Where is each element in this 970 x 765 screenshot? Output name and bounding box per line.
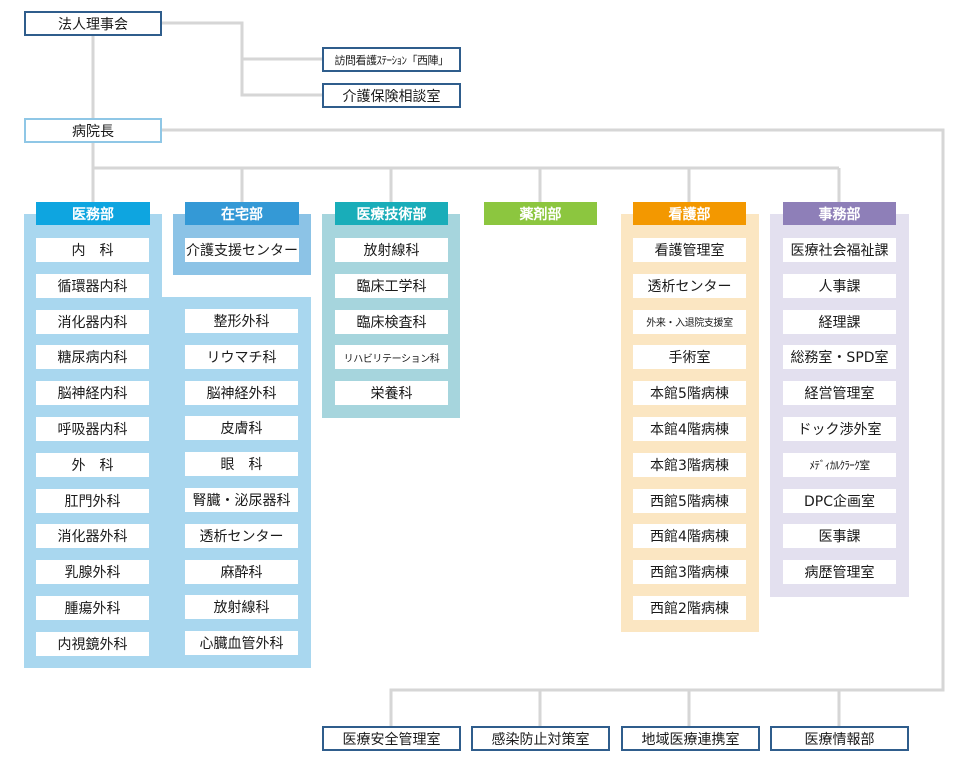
bottom-box-infection: 感染防止対策室 (471, 726, 610, 751)
iryo-col1-item: 消化器内科 (36, 309, 149, 334)
bottom-box-info: 医療情報部 (770, 726, 909, 751)
kango-header: 看護部 (633, 202, 746, 225)
jimu-item: 医療社会福祉課 (783, 238, 896, 262)
jimu-item: 総務室・SPD室 (783, 345, 896, 370)
kango-item: 西館2階病棟 (633, 596, 746, 620)
kango-item: 西館5階病棟 (633, 488, 746, 513)
gijutsu-header: 医療技術部 (335, 202, 448, 225)
iryo-col1-item: 外 科 (36, 452, 149, 477)
jimu-item: 病歴管理室 (783, 560, 896, 585)
jimu-item: 人事課 (783, 273, 896, 298)
iryo-col1-item: 乳腺外科 (36, 560, 149, 585)
iryo-col1-item: 循環器内科 (36, 273, 149, 298)
iryo-col1-item: 内 科 (36, 238, 149, 262)
kango-item: 西館3階病棟 (633, 560, 746, 585)
iryo-col1-item: 呼吸器内科 (36, 417, 149, 441)
bottom-box-regional: 地域医療連携室 (621, 726, 760, 751)
iryo-col2-item: 心臓血管外科 (185, 631, 298, 656)
visiting-nurse-station-box: 訪問看護ｽﾃｰｼｮﾝ「西陣」 (322, 47, 461, 72)
bottom-box-safety: 医療安全管理室 (322, 726, 461, 751)
kango-item: 本館5階病棟 (633, 381, 746, 406)
board-box: 法人理事会 (24, 11, 162, 36)
gijutsu-item: 臨床検査科 (335, 309, 448, 334)
gijutsu-item: リハビリテーション科 (335, 345, 448, 370)
gijutsu-item: 放射線科 (335, 238, 448, 262)
kango-item: 看護管理室 (633, 238, 746, 262)
iryo-col1-item: 内視鏡外科 (36, 631, 149, 656)
kango-item: 本館3階病棟 (633, 452, 746, 477)
jimu-item: 経営管理室 (783, 381, 896, 406)
iryo-col2-item: 皮膚科 (185, 416, 298, 441)
kango-item: 外来・入退院支援室 (633, 309, 746, 334)
iryo-col2-item: 放射線科 (185, 595, 298, 620)
iryo-col2-item: 透析センター (185, 523, 298, 548)
kango-item: 手術室 (633, 345, 746, 370)
kango-item: 透析センター (633, 273, 746, 298)
zaitaku-item: 介護支援センター (185, 238, 299, 262)
iryo-col1-item: 腫瘍外科 (36, 596, 149, 620)
iryo-col1-item: 消化器外科 (36, 524, 149, 549)
jimu-item: DPC企画室 (783, 488, 896, 513)
iryo-header: 医務部 (36, 202, 150, 225)
gijutsu-item: 臨床工学科 (335, 273, 448, 298)
care-consult-box: 介護保険相談室 (322, 83, 461, 108)
iryo-col2-item: 麻酔科 (185, 559, 298, 584)
iryo-col1-item: 糖尿病内科 (36, 345, 149, 370)
jimu-item: 医事課 (783, 524, 896, 549)
jimu-item: ドック渉外室 (783, 417, 896, 441)
kango-item: 本館4階病棟 (633, 417, 746, 441)
iryo-col1-item: 脳神経内科 (36, 381, 149, 406)
director-box: 病院長 (24, 118, 162, 143)
iryo-col2-item: 腎臓・泌尿器科 (185, 488, 298, 512)
iryo-col2-item: 整形外科 (185, 309, 298, 333)
kango-item: 西館4階病棟 (633, 524, 746, 549)
jimu-item: 経理課 (783, 309, 896, 334)
jimu-header: 事務部 (783, 202, 896, 225)
zaitaku-header: 在宅部 (185, 202, 299, 225)
iryo-col2-item: 脳神経外科 (185, 380, 298, 405)
iryo-col2-item: 眼 科 (185, 452, 298, 477)
jimu-item: ﾒﾃﾞｨｶﾙｸﾗｰｸ室 (783, 452, 896, 477)
iryo-col2-item: リウマチ科 (185, 344, 298, 369)
yakuzai-header: 薬剤部 (484, 202, 597, 225)
gijutsu-item: 栄養科 (335, 381, 448, 406)
iryo-col1-item: 肛門外科 (36, 488, 149, 513)
